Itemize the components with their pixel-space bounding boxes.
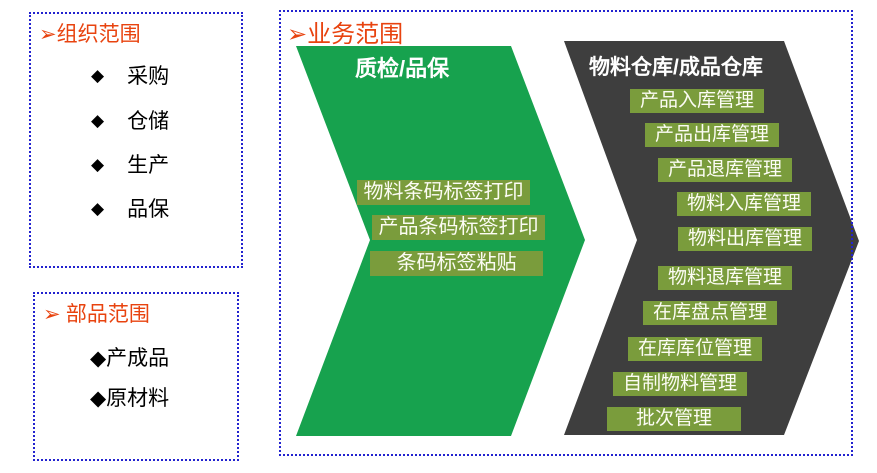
green-arrow-item: 产品条码标签打印 (372, 215, 545, 240)
business-scope-box: ➢业务范围 (279, 10, 853, 456)
parts-item-raw-materials: ◆原材料 (90, 386, 170, 410)
diamond-bullet-icon: ◆ (91, 155, 105, 174)
org-item-label: 生产 (127, 153, 170, 177)
green-arrow-item: 条码标签粘贴 (370, 251, 543, 276)
organization-scope-box: ➢组织范围 ◆ 采购 ◆ 仓储 ◆ 生产 ◆ 品保 (29, 12, 243, 268)
dark-arrow-item: 在库盘点管理 (643, 301, 777, 325)
org-item-label: 仓储 (127, 109, 170, 133)
parts-scope-box: ➢ 部品范围 ◆产成品 ◆原材料 (33, 292, 239, 461)
diamond-bullet-icon: ◆ (91, 199, 105, 218)
diamond-bullet-icon: ◆ (91, 111, 105, 130)
parts-scope-title: ➢ 部品范围 (43, 302, 150, 326)
dark-arrow-item: 批次管理 (607, 407, 741, 431)
dark-arrow-item: 在库库位管理 (628, 337, 762, 361)
parts-item-finished-goods: ◆产成品 (90, 346, 170, 370)
dark-arrow-item: 物料出库管理 (678, 227, 812, 251)
org-item-label: 采购 (127, 64, 170, 88)
org-item-warehousing: ◆ 仓储 (91, 109, 169, 133)
dark-arrow-item: 自制物料管理 (613, 372, 747, 396)
org-item-label: 品保 (127, 197, 170, 221)
org-item-production: ◆ 生产 (91, 153, 169, 177)
dark-arrow-item: 物料入库管理 (677, 192, 811, 216)
green-chevron-shape (296, 46, 585, 436)
business-scope-title: ➢业务范围 (287, 22, 404, 48)
diamond-bullet-icon: ◆ (91, 66, 105, 85)
org-item-quality: ◆ 品保 (91, 197, 169, 221)
green-arrow-header: 质检/品保 (355, 56, 450, 81)
dark-arrow-item: 产品入库管理 (630, 89, 764, 113)
green-arrow-item: 物料条码标签打印 (357, 180, 530, 205)
org-item-procurement: ◆ 采购 (91, 64, 169, 88)
dark-arrow-header: 物料仓库/成品仓库 (589, 56, 763, 79)
dark-arrow-item: 物料退库管理 (658, 266, 792, 290)
dark-arrow-item: 产品退库管理 (658, 158, 792, 182)
organization-scope-title: ➢组织范围 (39, 22, 141, 46)
dark-arrow-item: 产品出库管理 (645, 123, 779, 147)
